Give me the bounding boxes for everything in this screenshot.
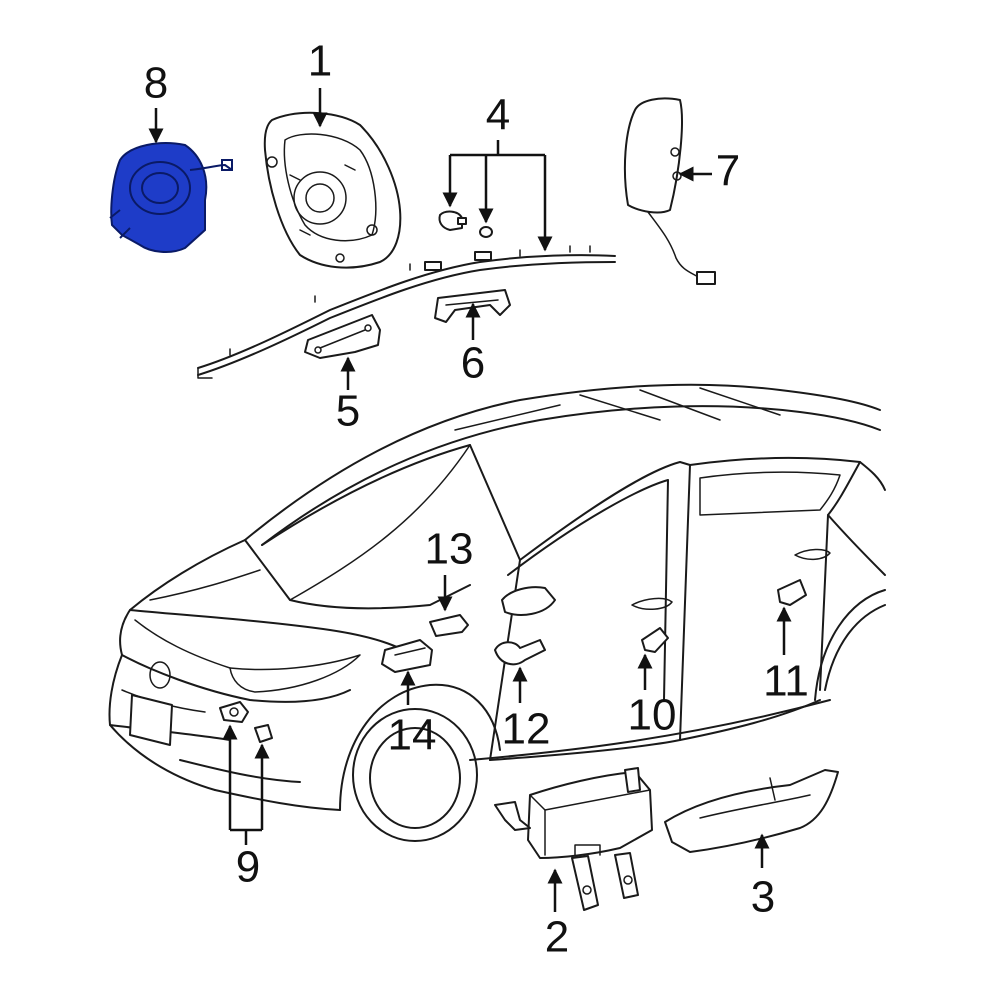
- part-10-sensor[interactable]: [641, 627, 669, 653]
- callout-arrows: [148, 88, 792, 912]
- part-8-clock-spring[interactable]: [109, 142, 233, 253]
- part-9-bolt[interactable]: [254, 724, 273, 743]
- callout-9: 9: [236, 843, 260, 892]
- callout-12: 12: [502, 705, 551, 754]
- vehicle-outline: [108, 383, 886, 842]
- part-5-bracket[interactable]: [304, 314, 381, 359]
- callout-10: 10: [628, 691, 677, 740]
- callout-14: 14: [388, 711, 437, 760]
- callout-11: 11: [763, 657, 809, 706]
- part-1-driver-airbag[interactable]: [263, 111, 402, 269]
- part-13-sensor[interactable]: [429, 614, 469, 637]
- callout-labels: 8 1 4 7 5 6 13 14 12 10 11 9 2 3: [144, 37, 809, 962]
- part-7-side-airbag[interactable]: [623, 97, 716, 285]
- part-2-airbag-sensor[interactable]: [494, 767, 653, 911]
- callout-7: 7: [716, 147, 740, 196]
- callout-5: 5: [336, 387, 360, 436]
- part-12-sensor[interactable]: [494, 639, 546, 666]
- curtain-airbag[interactable]: [197, 245, 616, 379]
- callout-4: 4: [486, 91, 510, 140]
- part-3-knee-airbag[interactable]: [664, 769, 839, 853]
- callout-13: 13: [425, 525, 474, 574]
- callout-6: 6: [461, 339, 485, 388]
- callout-1: 1: [308, 37, 332, 86]
- callout-8: 8: [144, 59, 168, 108]
- callout-2: 2: [545, 913, 569, 962]
- part-9-sensor[interactable]: [219, 701, 249, 723]
- part-14-sensor[interactable]: [381, 639, 433, 673]
- callout-3: 3: [751, 873, 775, 922]
- part-11-sensor[interactable]: [777, 579, 807, 606]
- part-4-clips[interactable]: [438, 210, 493, 238]
